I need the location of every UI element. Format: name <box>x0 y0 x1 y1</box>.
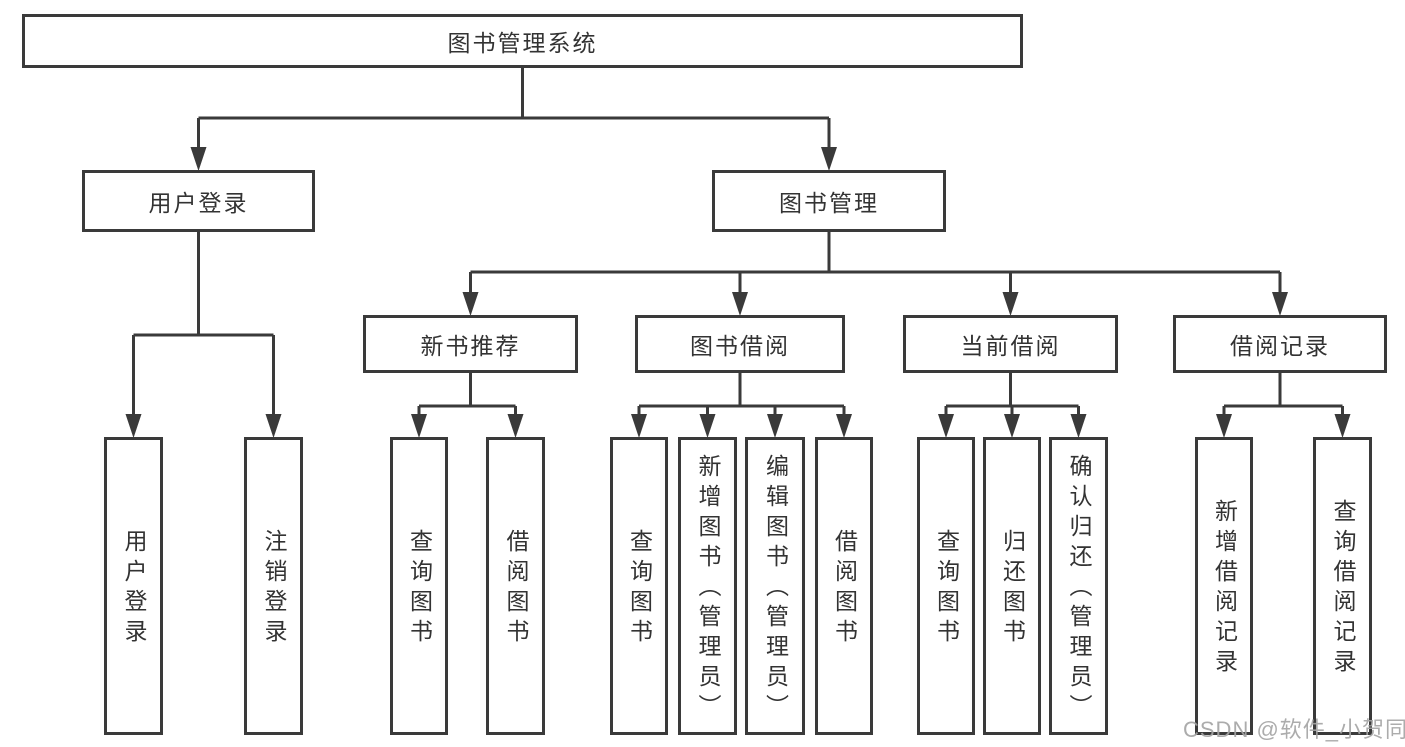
leaf-borrowing-edit-books-admin: 编辑图书（管理员） <box>745 437 805 735</box>
node-library-system: 图书管理系统 <box>22 14 1023 68</box>
node-book-borrowing: 图书借阅 <box>635 315 845 373</box>
node-borrow-records: 借阅记录 <box>1173 315 1387 373</box>
csdn-watermark: CSDN @软件_小贺同学 <box>1183 717 1405 742</box>
leaf-logout: 注销登录 <box>244 437 303 735</box>
leaf-recommend-borrow-books: 借阅图书 <box>486 437 545 735</box>
leaf-current-query-books: 查询图书 <box>917 437 975 735</box>
node-book-management: 图书管理 <box>712 170 946 232</box>
leaf-borrowing-query-books: 查询图书 <box>610 437 668 735</box>
leaf-current-return-books: 归还图书 <box>983 437 1041 735</box>
arrowheads <box>125 147 1351 438</box>
leaf-records-query-record: 查询借阅记录 <box>1313 437 1372 735</box>
leaf-recommend-query-books: 查询图书 <box>390 437 448 735</box>
leaf-borrowing-borrow-books: 借阅图书 <box>815 437 873 735</box>
tree-edges <box>132 68 1344 417</box>
leaf-records-add-record: 新增借阅记录 <box>1195 437 1253 735</box>
node-new-book-recommend: 新书推荐 <box>363 315 578 373</box>
node-user-login: 用户登录 <box>82 170 315 232</box>
leaf-current-confirm-return-admin: 确认归还（管理员） <box>1049 437 1108 735</box>
leaf-borrowing-add-books-admin: 新增图书（管理员） <box>678 437 737 735</box>
node-current-borrowing: 当前借阅 <box>903 315 1118 373</box>
leaf-user-login: 用户登录 <box>104 437 163 735</box>
